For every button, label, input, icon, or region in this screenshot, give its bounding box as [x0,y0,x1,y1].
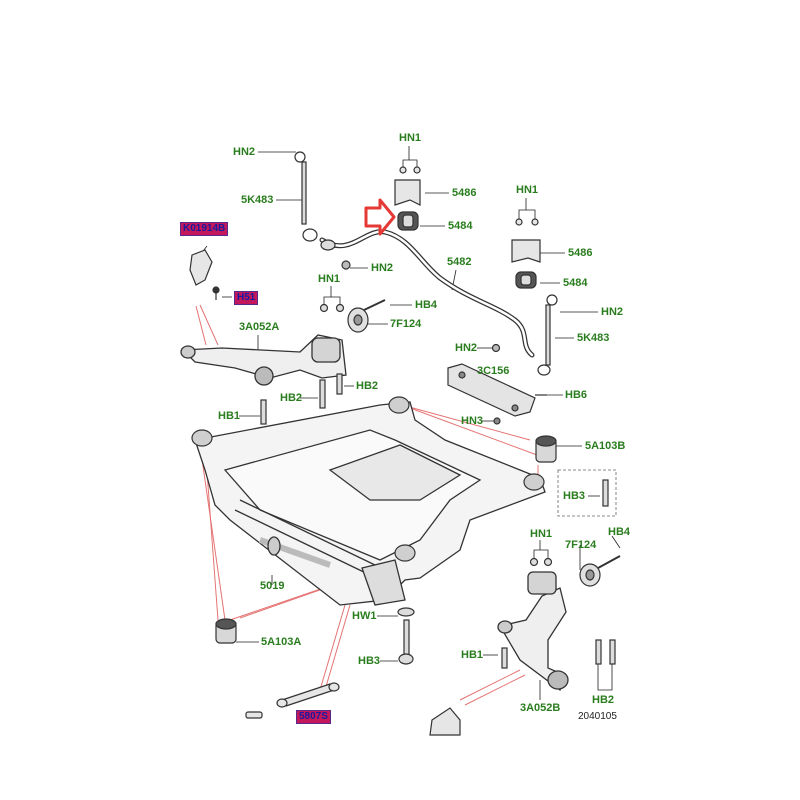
label-5482: 5482 [447,256,472,268]
label-hb6: HB6 [565,389,588,401]
label-5a103b: 5A103B [585,440,626,452]
label-3a052b: 3A052B [520,702,561,714]
hb3-dashed-box [557,469,617,517]
bracket-k01914b [189,249,220,300]
label-hn1-left: HN1 [318,273,341,285]
label-7f124-top: 7F124 [390,318,422,330]
bushing-5a103b [535,435,557,463]
label-hw1: HW1 [352,610,377,622]
bushing-7f124-top [347,299,386,333]
partial-part-bottom [429,707,461,736]
highlight-5807s: 5807S [296,710,331,724]
label-hn1-bottom: HN1 [530,528,553,540]
label-hn2-top: HN2 [233,146,256,158]
label-hn2-right: HN2 [601,306,624,318]
highlight-h51: H51 [234,291,259,305]
label-hn2-small: HN2 [455,342,478,354]
highlight-k01914b: K01914B [180,222,229,236]
red-arrow-icon [364,198,396,236]
brace-5807s [245,682,340,719]
label-5484-right: 5484 [563,277,588,289]
label-5019: 5019 [260,580,285,592]
bolts-left-arm [260,303,345,425]
label-hb1-bottom: HB1 [461,649,484,661]
label-hn1-right: HN1 [516,184,539,196]
label-5a103a: 5A103A [261,636,302,648]
label-5484-top: 5484 [448,220,473,232]
bolts-right-arm [501,557,616,669]
front-subframe [194,401,546,606]
lower-control-arm-right [497,571,569,692]
stabilizer-link-left [294,151,351,270]
label-7f124-bottom: 7F124 [565,539,597,551]
stabilizer-clamp-top [394,166,421,231]
bushing-5a103a [215,618,237,644]
stabilizer-bar [319,229,535,358]
label-hn2-mid: HN2 [371,262,394,274]
label-hb3-right: HB3 [563,490,586,502]
label-hb2-left-a: HB2 [356,380,379,392]
figure-reference-number: 2040105 [578,711,617,722]
stabilizer-clamp-right [511,218,541,289]
lower-control-arm-left [180,334,347,386]
label-hn1-top: HN1 [399,132,422,144]
subframe-bolts [397,479,609,665]
label-hb4-top: HB4 [415,299,438,311]
label-3a052a: 3A052A [239,321,280,333]
stabilizer-link-right [491,294,558,376]
label-5k483-right: 5K483 [577,332,610,344]
label-leader-lines [199,146,621,700]
label-hn3: HN3 [461,415,484,427]
label-hb2-left-b: HB2 [280,392,303,404]
bracket-3c156 [447,363,547,425]
subframe-mount-bushings [191,396,545,562]
label-hb1-left: HB1 [218,410,241,422]
label-hb3-bottom: HB3 [358,655,381,667]
bushing-7f124-bottom [579,555,621,587]
label-hb4-bottom: HB4 [608,526,631,538]
label-5k483-top: 5K483 [241,194,274,206]
label-5486-right: 5486 [568,247,593,259]
label-5486-top: 5486 [452,187,477,199]
label-3c156: 3C156 [477,365,510,377]
label-hb2-bottom: HB2 [592,694,615,706]
